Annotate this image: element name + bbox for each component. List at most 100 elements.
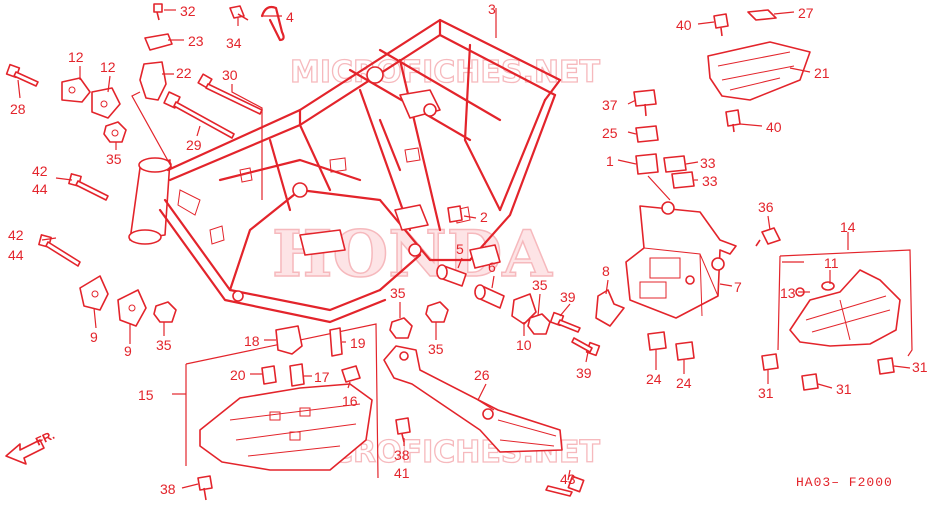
nut-35-under-b[interactable] [425, 301, 449, 323]
callout-44b: 44 [8, 247, 24, 263]
sticker-27[interactable] [747, 9, 777, 21]
nut-35-under-a[interactable] [389, 317, 413, 339]
callout-16: 16 [342, 393, 358, 409]
callout-7: 7 [734, 279, 742, 295]
callout-37: 37 [602, 97, 618, 113]
callout-34: 34 [226, 35, 242, 51]
callout-26: 26 [474, 367, 490, 383]
callout-36: 36 [758, 199, 774, 215]
callout-41: 41 [394, 465, 410, 481]
bolt-31-a[interactable] [761, 353, 779, 371]
watermark-top: MICROFICHES.NET [290, 55, 601, 90]
bolt-40-upper[interactable] [713, 13, 729, 37]
front-label: FR. [33, 428, 56, 449]
callout-30: 30 [222, 67, 238, 83]
bracket-7[interactable] [625, 201, 737, 319]
callout-39b: 39 [576, 365, 592, 381]
bolt-28[interactable] [5, 63, 39, 87]
bracket-8[interactable] [595, 289, 625, 327]
plate-9b[interactable] [117, 289, 147, 327]
callout-4: 4 [286, 9, 294, 25]
bolt-43[interactable] [545, 475, 585, 497]
nut-35-middle[interactable] [527, 313, 551, 335]
step-bracket-26[interactable] [383, 345, 563, 453]
callout-24b: 24 [676, 375, 692, 391]
callout-31b: 31 [836, 381, 852, 397]
rubber-33-b[interactable] [671, 171, 695, 189]
callout-12a: 12 [68, 49, 84, 65]
bolt-39-upper[interactable] [549, 311, 581, 333]
callout-9a: 9 [90, 329, 98, 345]
diagram-code: HA03– F2000 [796, 475, 893, 490]
callout-5: 5 [456, 241, 464, 257]
main-frame[interactable] [128, 18, 562, 324]
bolt-36[interactable] [755, 227, 781, 247]
callout-39a: 39 [560, 289, 576, 305]
screw-32[interactable] [153, 3, 163, 21]
callout-21: 21 [814, 65, 830, 81]
rubber-24-b[interactable] [675, 341, 695, 361]
bolt-29[interactable] [163, 91, 235, 139]
bolt-42-44-upper[interactable] [68, 173, 109, 201]
bracket-21[interactable] [707, 41, 811, 101]
collar-17[interactable] [289, 363, 305, 387]
callout-33b: 33 [702, 173, 718, 189]
clip-23[interactable] [144, 33, 173, 51]
nut-35-lower-left[interactable] [153, 301, 177, 323]
callout-22: 22 [176, 65, 192, 81]
bolt-42-44-lower[interactable] [38, 234, 81, 267]
bolt-40-lower[interactable] [725, 109, 741, 133]
bolt-37[interactable] [633, 89, 657, 117]
bolt-34[interactable] [229, 5, 249, 21]
callout-38b: 38 [160, 481, 176, 497]
callout-11: 11 [824, 255, 839, 271]
callout-38a: 38 [394, 447, 410, 463]
rubber-1[interactable] [635, 153, 659, 175]
skid-plate-15-group [172, 323, 379, 479]
rubber-18[interactable] [275, 325, 303, 355]
rubber-24-a[interactable] [647, 331, 667, 351]
callout-42a: 42 [32, 163, 48, 179]
bracket-22[interactable] [139, 61, 167, 101]
bolt-20[interactable] [261, 365, 277, 385]
front-arrow-icon [5, 439, 45, 465]
callout-17: 17 [314, 369, 330, 385]
callout-8: 8 [602, 263, 610, 279]
callout-35d: 35 [390, 285, 406, 301]
callout-32: 32 [180, 3, 196, 19]
callout-42b: 42 [8, 227, 24, 243]
callout-labels: 3 4 32 23 34 22 30 29 12 12 28 35 42 44 … [8, 1, 928, 497]
leader-lines [17, 8, 911, 489]
bolt-39-lower[interactable] [571, 337, 601, 357]
callout-27: 27 [798, 5, 814, 21]
bolt-38-lower[interactable] [197, 475, 213, 501]
callout-23: 23 [188, 33, 204, 49]
plate-12b[interactable] [91, 87, 121, 119]
callout-20: 20 [230, 367, 246, 383]
callout-35c: 35 [532, 277, 548, 293]
collar-25[interactable] [635, 125, 659, 143]
callout-35a: 35 [106, 151, 122, 167]
bolt-31-c[interactable] [877, 357, 895, 375]
callout-19: 19 [350, 335, 366, 351]
callout-44a: 44 [32, 181, 48, 197]
callout-40b: 40 [766, 119, 782, 135]
callout-35b: 35 [156, 337, 172, 353]
plate-12a[interactable] [61, 77, 91, 103]
callout-31a: 31 [758, 385, 774, 401]
nut-35-upper[interactable] [103, 121, 127, 143]
callout-14: 14 [840, 219, 856, 235]
plate-9a[interactable] [79, 275, 109, 311]
hook-4[interactable] [260, 5, 285, 42]
collar-19[interactable] [329, 327, 343, 357]
clip-16[interactable] [341, 365, 361, 383]
callout-1: 1 [606, 153, 614, 169]
callout-33a: 33 [700, 155, 716, 171]
skid-plate-15[interactable] [199, 383, 373, 471]
clip-2[interactable] [447, 205, 463, 223]
bolt-31-b[interactable] [801, 373, 819, 391]
callout-15: 15 [138, 387, 154, 403]
rubber-33-a[interactable] [663, 155, 687, 173]
bolt-30[interactable] [197, 73, 263, 115]
